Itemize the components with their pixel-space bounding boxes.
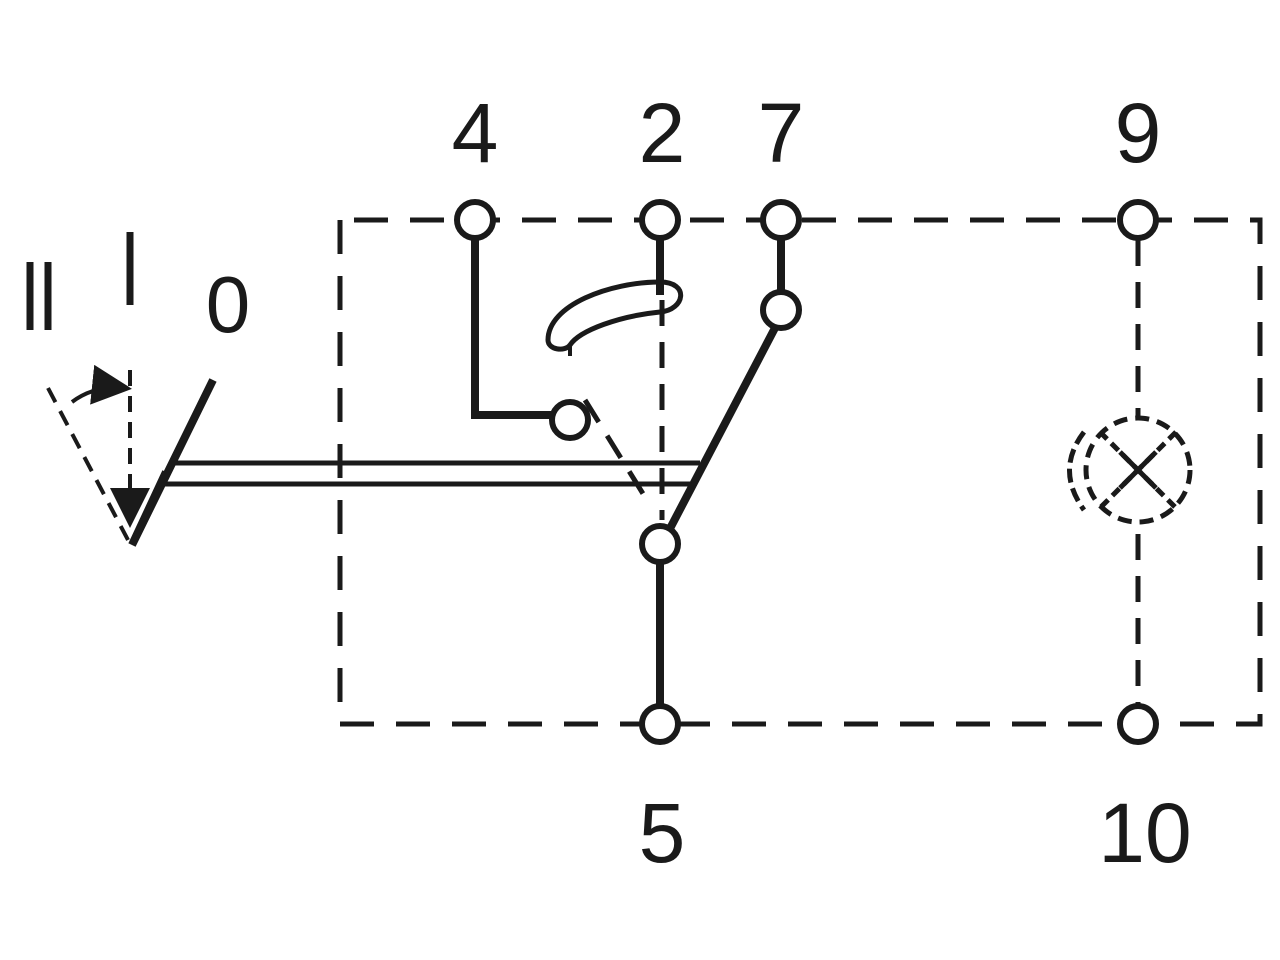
actuator-link [160, 460, 700, 487]
terminal-labels: 4 2 7 9 5 10 [452, 86, 1192, 880]
indicator-lamp [1067, 415, 1193, 525]
position-bars [26, 232, 134, 330]
dashed-lever-position [46, 387, 130, 541]
switch-lever [128, 378, 217, 547]
terminal-label-7: 7 [758, 86, 805, 180]
contact-pivot [639, 523, 681, 565]
terminal-2 [639, 199, 681, 241]
arrow-curve [70, 364, 132, 405]
terminal-5 [639, 703, 681, 745]
terminal-10 [1117, 703, 1159, 745]
terminals [454, 199, 1159, 745]
dashed-blade-alt [582, 398, 653, 507]
switch-housing [337, 217, 1263, 727]
terminal-9 [1117, 199, 1159, 241]
wiring [128, 222, 785, 722]
terminal-label-2: 2 [639, 86, 686, 180]
terminal-label-10: 10 [1098, 786, 1191, 880]
contact-7-fixed [760, 289, 802, 331]
terminal-label-5: 5 [639, 786, 686, 880]
contact-4-fixed [549, 399, 591, 441]
position-labels: 0 [206, 260, 251, 349]
terminal-label-4: 4 [452, 86, 499, 180]
terminal-label-9: 9 [1115, 86, 1162, 180]
contact-blade [660, 324, 780, 542]
contact-bridge [545, 279, 684, 356]
terminal-4 [454, 199, 496, 241]
terminal-7 [760, 199, 802, 241]
wire-4 [471, 222, 552, 419]
position-label-0: 0 [206, 260, 251, 349]
internal-contacts [549, 289, 802, 565]
position-indicator [46, 364, 150, 541]
